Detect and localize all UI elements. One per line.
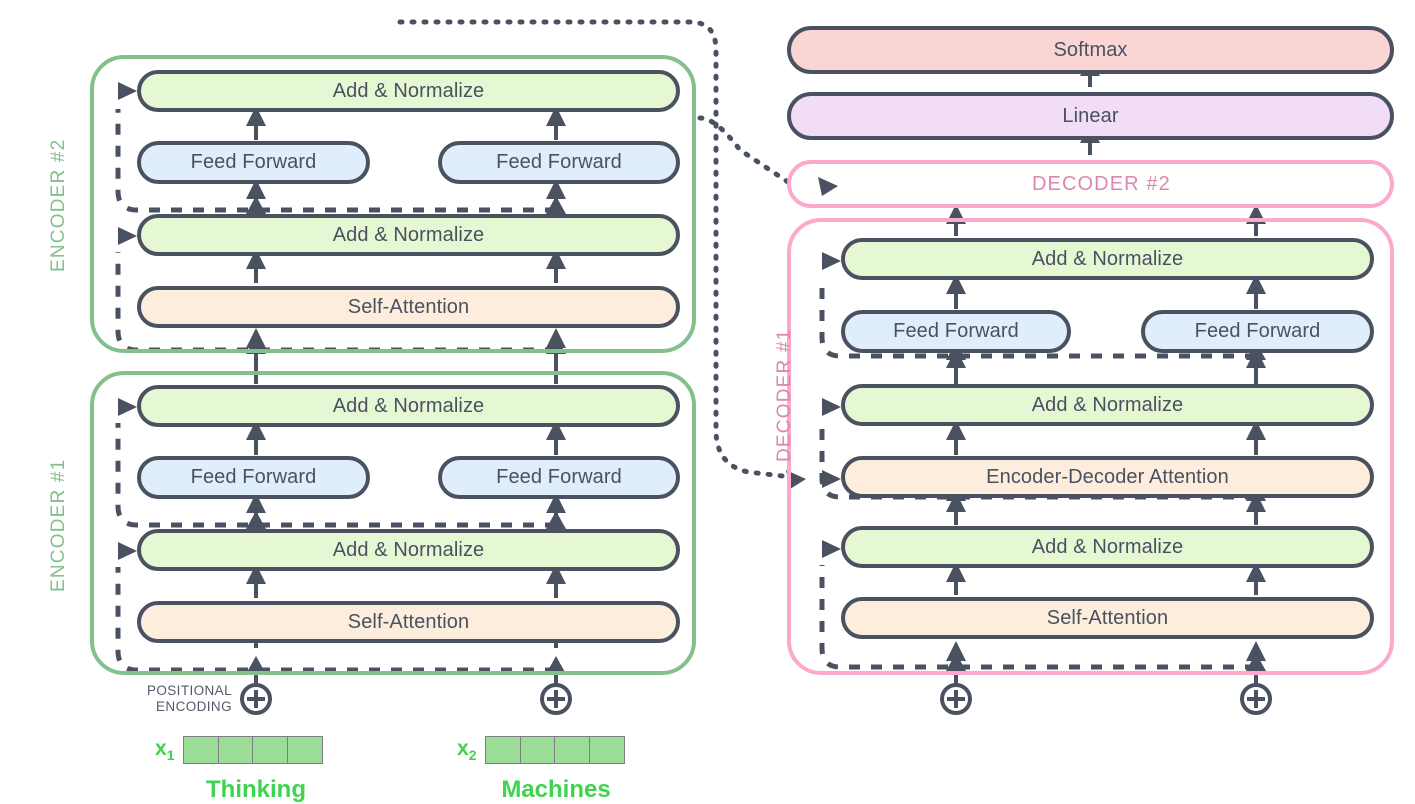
input-word-thinking: Thinking: [206, 776, 306, 803]
decoder-2-frame[interactable]: [787, 160, 1394, 208]
encoder-2-label: ENCODER #2: [48, 138, 69, 272]
embedding-cell: [183, 736, 220, 764]
decoder-1-feed-forward-left[interactable]: Feed Forward: [841, 310, 1071, 353]
layer-label: Self-Attention: [1046, 606, 1169, 629]
embedding-row-x1: x1: [155, 736, 323, 764]
layer-label: Softmax: [1053, 38, 1128, 61]
embedding-vector-symbol: x: [155, 736, 167, 760]
layer-label: Feed Forward: [190, 151, 317, 173]
encoder-2-self-attention[interactable]: Self-Attention: [137, 286, 680, 328]
encoder-1-add-normalize-top[interactable]: Add & Normalize: [137, 385, 680, 427]
encoder-2-frame[interactable]: [90, 55, 696, 353]
embedding-cell: [519, 736, 556, 764]
encoder-2-add-normalize-bottom[interactable]: Add & Normalize: [137, 214, 680, 256]
decoder-1-frame[interactable]: [787, 218, 1394, 675]
layer-label: Linear: [1062, 104, 1119, 127]
positional-encoding-label: POSITIONAL ENCODING: [132, 683, 232, 715]
embedding-cell: [252, 736, 289, 764]
layer-label: Add & Normalize: [332, 223, 485, 246]
decoder-1-add-normalize-middle[interactable]: Add & Normalize: [841, 384, 1374, 426]
layer-label: Feed Forward: [1194, 320, 1321, 342]
layer-label: Feed Forward: [893, 320, 1019, 342]
decoder-1-encoder-decoder-attention[interactable]: Encoder-Decoder Attention: [841, 456, 1374, 498]
embedding-vector-symbol: x: [457, 736, 469, 760]
layer-label: Add & Normalize: [332, 394, 485, 417]
softmax-block[interactable]: Softmax: [787, 26, 1394, 74]
embedding-cell: [485, 736, 522, 764]
encoder-1-self-attention[interactable]: Self-Attention: [137, 601, 680, 643]
input-word-machines: Machines: [501, 776, 611, 803]
encoder-1-feed-forward-left[interactable]: Feed Forward: [137, 456, 370, 499]
embedding-cells-x1: [183, 736, 323, 764]
decoder-1-label: DECODER #1: [774, 328, 795, 462]
linear-block[interactable]: Linear: [787, 92, 1394, 140]
decoder-1-add-normalize-top[interactable]: Add & Normalize: [841, 238, 1374, 280]
layer-label: Add & Normalize: [332, 538, 485, 561]
embedding-vector-index: 2: [468, 747, 477, 764]
decoder-1-add-normalize-bottom[interactable]: Add & Normalize: [841, 526, 1374, 568]
encoder-2-add-normalize-top[interactable]: Add & Normalize: [137, 70, 680, 112]
embedding-vector-label-x1: x1: [155, 737, 174, 763]
layer-label: Add & Normalize: [332, 79, 485, 102]
positional-encoding-line-1: POSITIONAL: [146, 683, 232, 698]
layer-label: Feed Forward: [190, 466, 317, 488]
embedding-cell: [217, 736, 254, 764]
positional-encoding-line-2: ENCODING: [156, 699, 232, 714]
decoder-2-label: DECODER #2: [1032, 173, 1171, 195]
encoder-1-label: ENCODER #1: [48, 458, 69, 592]
embedding-vector-label-x2: x2: [457, 737, 476, 763]
layer-label: Add & Normalize: [1031, 535, 1184, 558]
layer-label: Add & Normalize: [1031, 393, 1184, 416]
layer-label: Feed Forward: [496, 151, 622, 173]
embedding-cells-x2: [485, 736, 625, 764]
layer-label: Self-Attention: [347, 610, 470, 633]
encoder-2-feed-forward-right[interactable]: Feed Forward: [438, 141, 680, 184]
embedding-cell: [588, 736, 625, 764]
embedding-cell: [554, 736, 591, 764]
decoder-1-self-attention[interactable]: Self-Attention: [841, 597, 1374, 639]
embedding-cell: [286, 736, 323, 764]
layer-label: Self-Attention: [347, 295, 470, 318]
layer-label: Encoder-Decoder Attention: [986, 465, 1229, 488]
embedding-vector-index: 1: [166, 747, 175, 764]
layer-label: Add & Normalize: [1031, 247, 1184, 270]
encoder-2-feed-forward-left[interactable]: Feed Forward: [137, 141, 370, 184]
encoder-1-feed-forward-right[interactable]: Feed Forward: [438, 456, 680, 499]
decoder-1-feed-forward-right[interactable]: Feed Forward: [1141, 310, 1374, 353]
layer-label: Feed Forward: [496, 466, 622, 488]
encoder-1-add-normalize-bottom[interactable]: Add & Normalize: [137, 529, 680, 571]
encoder-1-frame[interactable]: [90, 371, 696, 675]
embedding-row-x2: x2: [457, 736, 625, 764]
